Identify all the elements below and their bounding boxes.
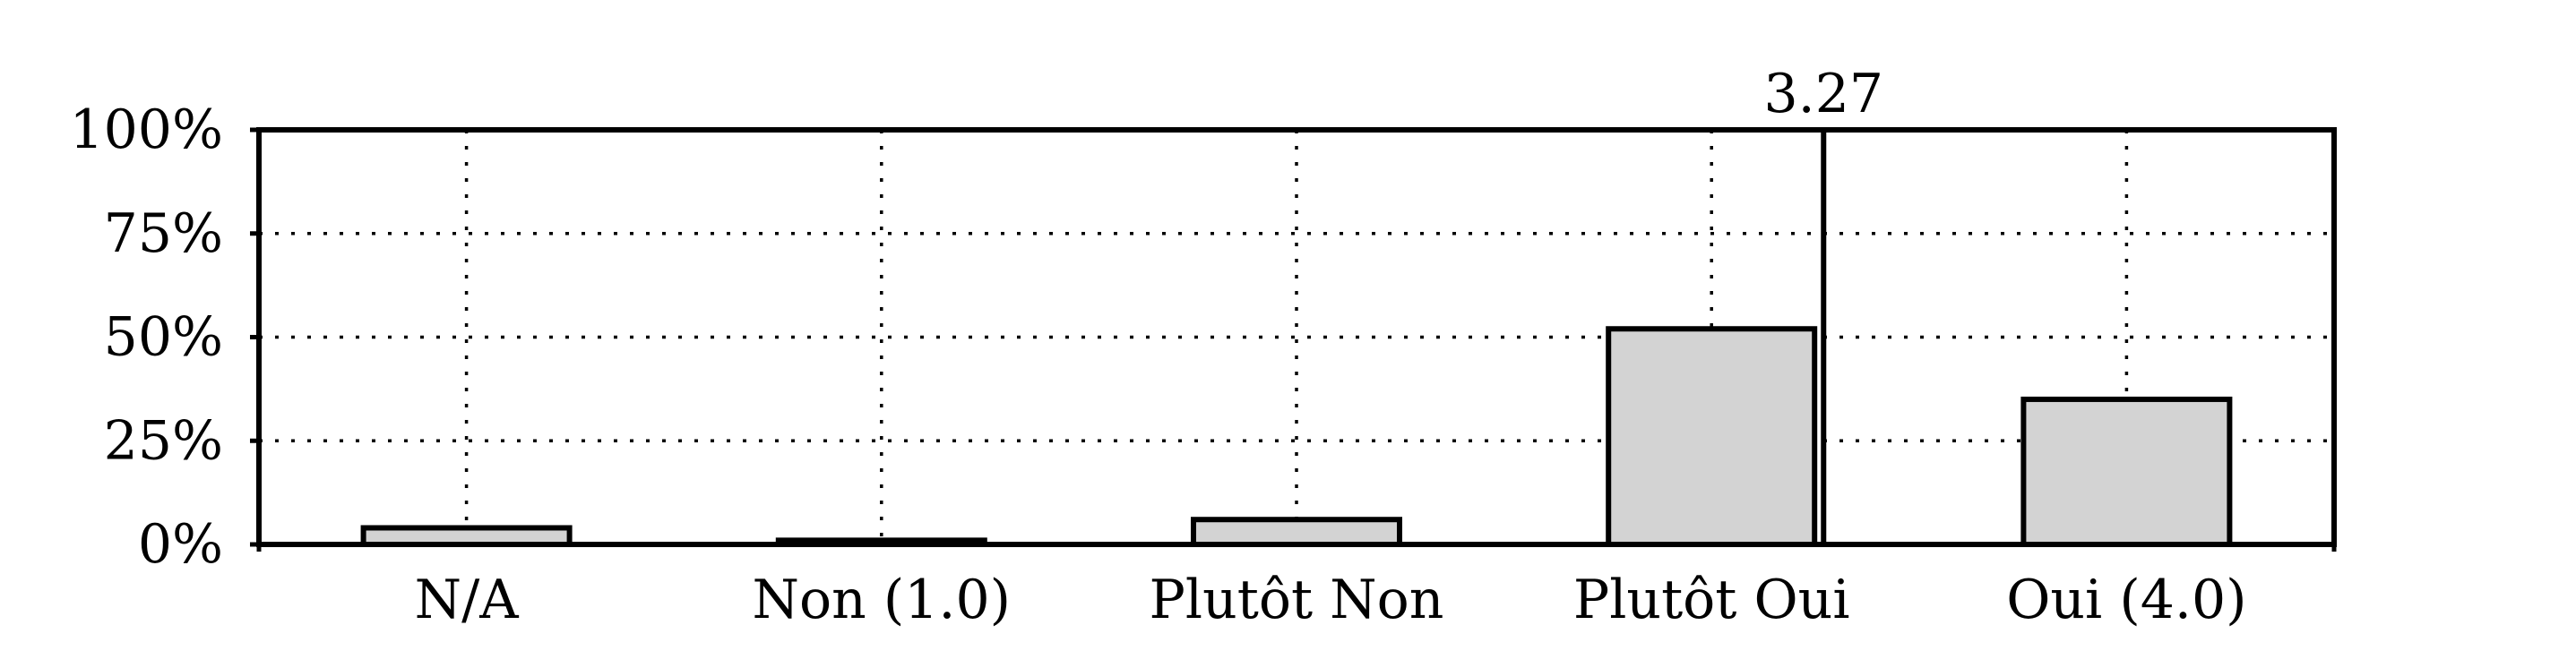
y-tick-label: 0% (138, 513, 223, 576)
y-tick-label: 100% (69, 98, 223, 161)
mean-marker: 3.27 (1763, 63, 1883, 544)
y-tick-label: 25% (104, 409, 223, 472)
y-tick-label: 75% (104, 202, 223, 265)
x-tick-label: Plutôt Non (1150, 569, 1444, 631)
tick-labels: 0% 25% 50% 75% 100% N/A Non (1.0) Plutôt Non Plu… (69, 98, 2246, 631)
bar (1606, 326, 1818, 547)
mean-value-label: 3.27 (1763, 63, 1883, 125)
bar (2020, 396, 2233, 548)
x-tick-label: Oui (4.0) (2006, 569, 2246, 631)
grid-lines (259, 130, 2334, 544)
plot-frame (250, 127, 2337, 552)
x-tick-label: Non (1.0) (753, 569, 1012, 631)
bars (360, 326, 2233, 548)
x-tick-label: Plutôt Oui (1573, 569, 1850, 631)
y-tick-label: 50% (104, 306, 223, 369)
x-tick-label: N/A (415, 569, 520, 631)
bar (1191, 517, 1402, 547)
